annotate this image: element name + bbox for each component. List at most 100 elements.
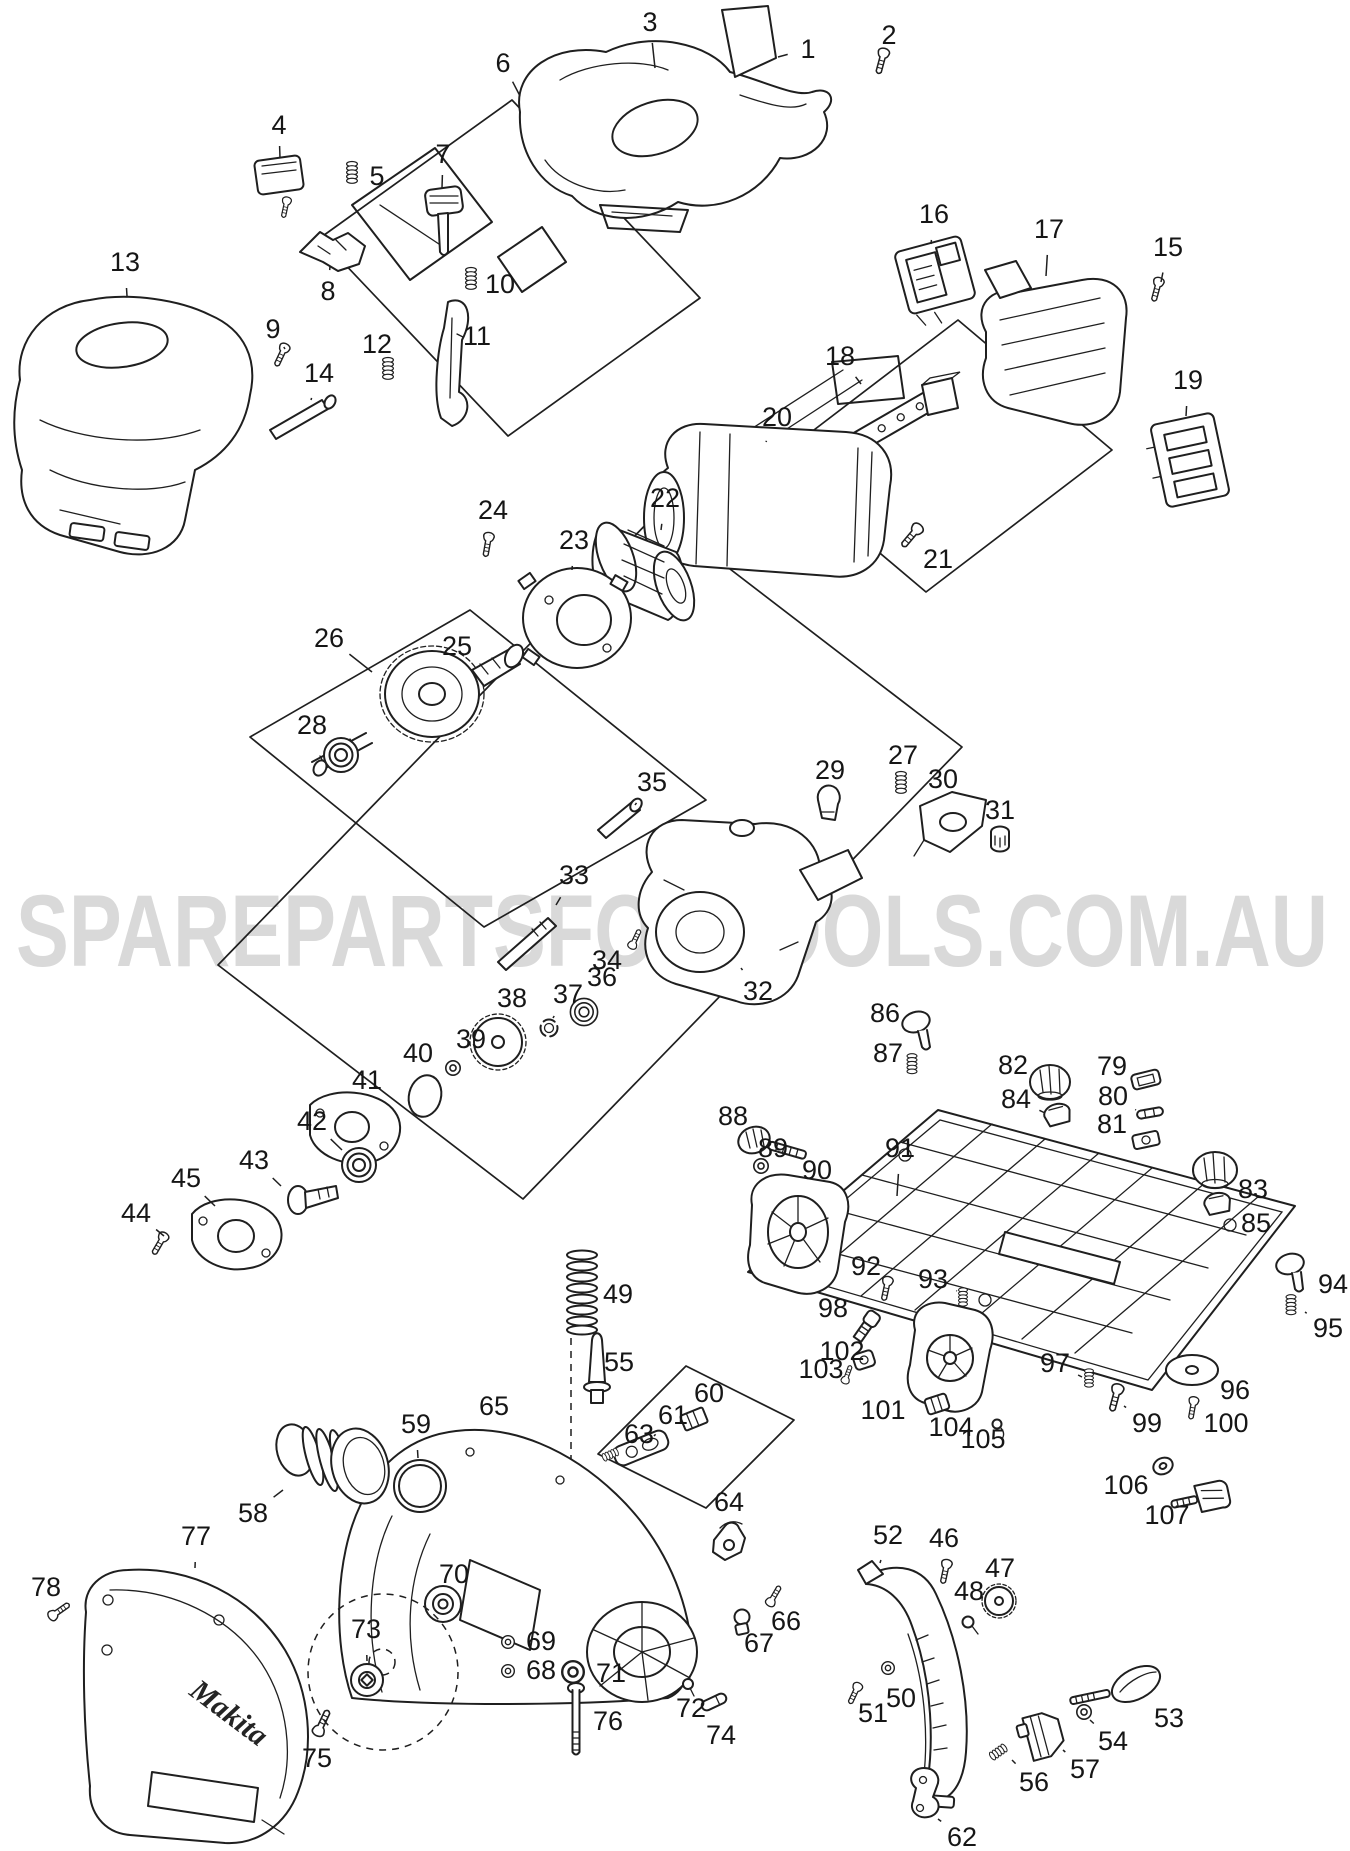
part-label-66: 66 [771,1606,801,1636]
part-label-43: 43 [239,1145,269,1175]
part-label-50: 50 [886,1683,916,1713]
part-label-89: 89 [758,1133,788,1163]
part-label-44: 44 [121,1198,151,1228]
part-label-65: 65 [479,1391,509,1421]
leader-line-57 [1062,1749,1066,1753]
part-label-80: 80 [1098,1081,1128,1111]
leader-line-54 [1089,1719,1095,1725]
part-label-28: 28 [297,710,327,740]
part-label-71: 71 [596,1658,626,1688]
part-label-42: 42 [297,1106,327,1136]
part-104-switch-block [923,1392,951,1416]
part-label-97: 97 [1040,1348,1070,1378]
part-42-bearing [341,1147,377,1183]
part-77-blade-guard: Makita [82,1568,309,1845]
part-84-clamp-nut [1043,1102,1071,1128]
part-label-102: 102 [819,1336,864,1366]
part-label-73: 73 [351,1614,381,1644]
part-label-16: 16 [919,199,949,229]
part-4-switch-knob [253,154,305,219]
part-label-78: 78 [31,1572,61,1602]
part-label-101: 101 [860,1395,905,1425]
part-7-lock-off-button [424,185,464,256]
blade-dashed-outline [307,1593,459,1751]
part-28-bearing [323,737,359,773]
part-label-88: 88 [718,1101,748,1131]
part-label-19: 19 [1173,365,1203,395]
part-88-clamp-screw [737,1125,807,1160]
part-38-gear [469,1013,527,1071]
part-32-gear-housing [637,819,863,1006]
part-label-40: 40 [403,1038,433,1068]
part-70-flanged-washer [424,1585,462,1623]
part-93-spring [958,1287,968,1307]
part-44-screw [148,1229,171,1258]
part-72-pin [682,1678,695,1697]
part-26-armature [311,643,525,777]
part-67-clip [733,1608,751,1636]
part-49-spring [566,1249,598,1336]
part-20-motor-housing [643,369,893,578]
part-35-pin [597,797,643,839]
part-39-seal [444,1060,462,1076]
part-label-57: 57 [1070,1754,1100,1784]
leader-line-62 [937,1818,942,1823]
part-15-screw [1147,275,1166,304]
part-label-7: 7 [435,139,450,169]
part-label-47: 47 [985,1553,1015,1583]
part-label-68: 68 [526,1655,556,1685]
part-45-flange [191,1198,283,1271]
part-54-washer [1076,1704,1092,1720]
leader-line-59 [416,1449,419,1459]
leader-line-58 [273,1489,284,1498]
part-label-60: 60 [694,1378,724,1408]
part-label-56: 56 [1019,1767,1049,1797]
part-label-35: 35 [637,767,667,797]
part-79-clip [1130,1068,1162,1091]
part-5-spring [346,160,358,184]
part-label-27: 27 [888,740,918,770]
part-label-38: 38 [497,983,527,1013]
leader-line-91 [896,1173,900,1197]
leader-line-15 [1160,272,1164,283]
part-label-20: 20 [762,402,792,432]
part-43-spindle [287,1185,339,1215]
part-label-104: 104 [928,1412,973,1442]
part-16-switch [894,235,976,326]
part-label-95: 95 [1313,1313,1343,1343]
part-74-pin [700,1692,728,1712]
part-label-1: 1 [800,34,815,64]
part-label-37: 37 [553,979,583,1009]
part-label-2: 2 [881,20,896,50]
part-3-handle-housing [518,40,833,233]
part-57-lever-block [1015,1712,1065,1762]
part-label-105: 105 [960,1424,1005,1454]
part-label-5: 5 [369,161,384,191]
leader-line-19 [1185,405,1188,417]
part-50-washer [881,1660,895,1676]
part-98-pivot-pin [852,1309,881,1343]
part-label-4: 4 [271,110,286,140]
part-47-gear [981,1583,1017,1619]
part-label-29: 29 [815,755,845,785]
part-64-clamp [712,1521,746,1561]
leader-line-97 [1077,1374,1083,1378]
part-76-bolt [567,1682,585,1756]
part-label-14: 14 [304,358,334,388]
part-label-53: 53 [1154,1703,1184,1733]
part-label-55: 55 [604,1347,634,1377]
part-21-screw [897,520,926,551]
part-102-grommet [852,1349,876,1371]
part-55-guide-pin [583,1332,611,1404]
leader-line-22 [660,523,663,531]
part-97-spring [1084,1368,1094,1388]
group-box-armature [249,609,707,928]
leader-line-99 [1123,1405,1127,1409]
part-label-51: 51 [858,1698,888,1728]
part-58-dust-nozzle [275,1423,390,1505]
part-label-72: 72 [676,1693,706,1723]
part-9-screw [270,340,292,369]
leader-line-56 [1011,1759,1017,1765]
part-label-76: 76 [593,1706,623,1736]
